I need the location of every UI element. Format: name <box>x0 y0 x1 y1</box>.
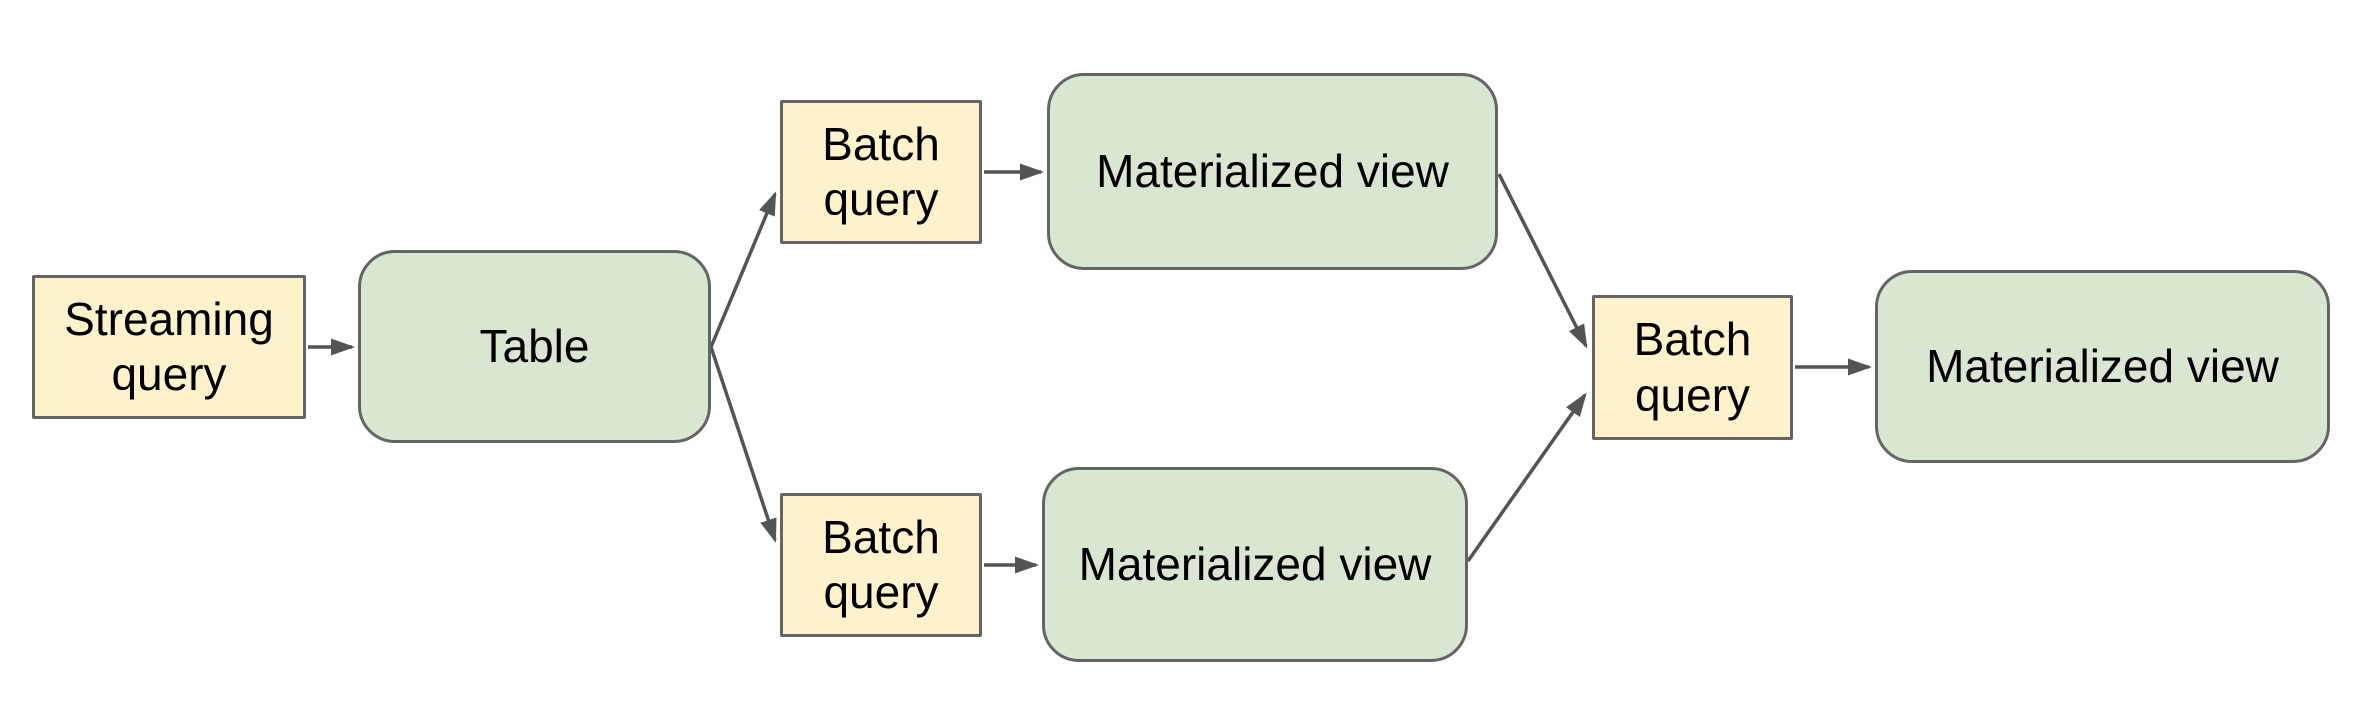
batch-query-right-label: Batch query <box>1633 313 1752 421</box>
arrow-table-to-batch-query-top <box>709 191 777 348</box>
arrow-table-to-batch-query-bottom <box>709 346 777 543</box>
streaming-query-label: Streaming query <box>64 292 274 400</box>
materialized-view-top-node: Materialized view <box>1047 73 1498 270</box>
batch-query-bottom-node: Batch query <box>780 493 982 637</box>
batch-query-bottom-label: Batch query <box>822 510 940 618</box>
materialized-view-bottom-label: Materialized view <box>1078 537 1432 590</box>
materialized-view-final-node: Materialized view <box>1875 270 2330 463</box>
table-node: Table <box>358 250 711 443</box>
materialized-view-top-label: Materialized view <box>1096 144 1449 197</box>
materialized-view-bottom-node: Materialized view <box>1042 467 1468 662</box>
arrow-mv-bottom-to-batch-query-right <box>1466 392 1587 563</box>
arrow-mv-top-to-batch-query-right <box>1497 173 1588 349</box>
batch-query-top-label: Batch query <box>822 117 940 225</box>
materialized-view-final-label: Materialized view <box>1926 339 2279 392</box>
batch-query-right-node: Batch query <box>1592 295 1793 440</box>
streaming-query-node: Streaming query <box>32 275 306 419</box>
table-label: Table <box>479 319 590 372</box>
batch-query-top-node: Batch query <box>780 100 982 244</box>
